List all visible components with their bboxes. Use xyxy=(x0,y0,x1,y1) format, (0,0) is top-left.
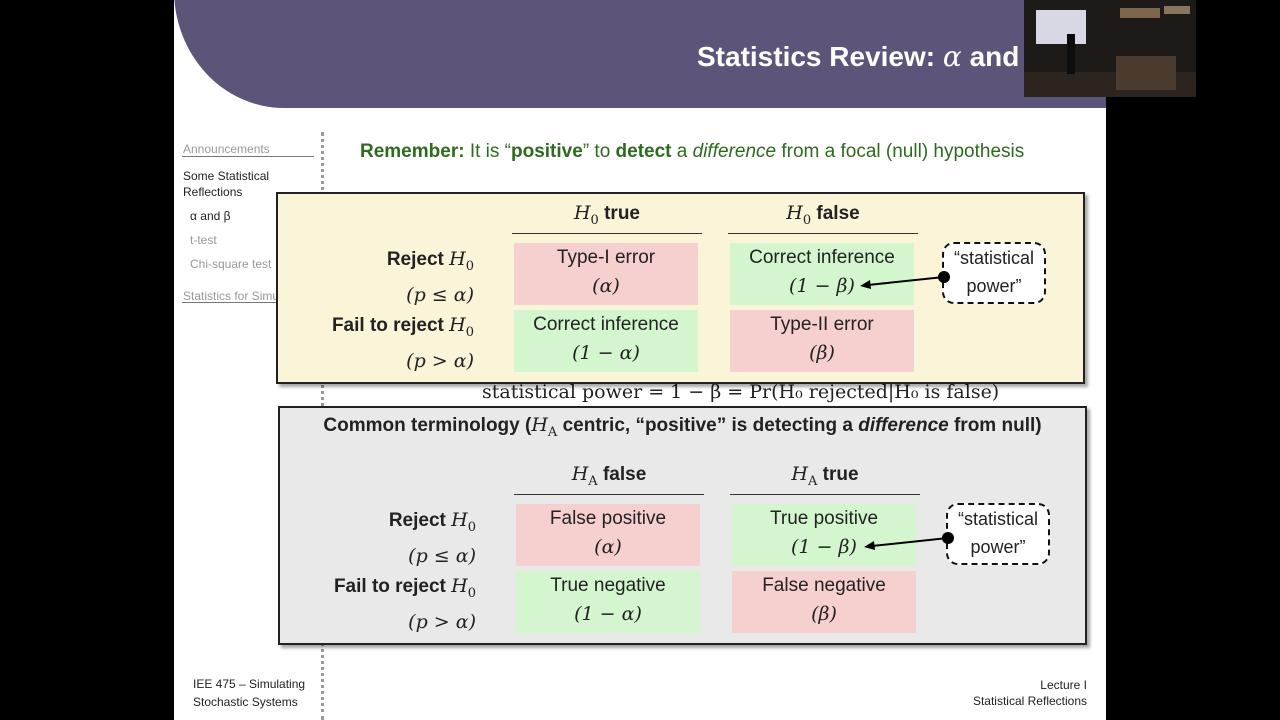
cell-type-ii-error: Type-II error(β) xyxy=(730,310,914,372)
webcam-projector-screen xyxy=(1036,10,1086,44)
row-fail-to-reject-h0: Fail to reject H0(p > α) xyxy=(331,314,474,372)
row-fail-to-reject-h0: Fail to reject H0(p > α) xyxy=(333,575,476,633)
nav-item-statistics-simulation[interactable]: Statistics for Simu xyxy=(183,289,280,303)
cell-false-negative: False negative(β) xyxy=(732,571,916,633)
webcam-desk xyxy=(1116,56,1176,90)
terminology-title: Common terminology (HA centric, “positiv… xyxy=(323,414,1042,440)
webcam-presenter xyxy=(1067,34,1075,74)
slide-header xyxy=(174,0,1106,108)
power-definition: statistical power = 1 − β = Pr(H₀ reject… xyxy=(482,381,1000,403)
webcam-light xyxy=(1120,8,1160,18)
nav-item-announcements[interactable]: Announcements xyxy=(183,142,270,156)
nav-item-t-test[interactable]: t-test xyxy=(190,233,217,247)
power-arrow-icon xyxy=(864,532,954,550)
col-h0-true: H0 true xyxy=(573,202,641,228)
col-h0-false: H0 false xyxy=(786,202,860,228)
row-reject-h0: Reject H0(p ≤ α) xyxy=(386,248,474,306)
header-rule xyxy=(514,494,704,495)
slide-title: Statistics Review: α and xyxy=(697,40,1020,73)
nav-divider xyxy=(182,156,314,157)
remember-line: Remember: It is “positive” to detect a d… xyxy=(360,141,1025,162)
header-rule xyxy=(512,233,702,234)
cell-correct-inference-power: Correct inference(1 − β) xyxy=(730,243,914,305)
nav-item-some-statistical[interactable]: Some Statistical xyxy=(183,169,270,183)
nav-divider xyxy=(182,302,314,303)
nav-item-chi-square[interactable]: Chi-square test xyxy=(190,257,272,271)
cell-type-i-error: Type-I error(α) xyxy=(514,243,698,305)
header-rule xyxy=(730,494,920,495)
cell-true-positive: True positive(1 − β) xyxy=(732,504,916,566)
webcam-feed xyxy=(1024,0,1196,97)
nav-item-reflections[interactable]: Reflections xyxy=(183,185,243,199)
webcam-light xyxy=(1164,6,1190,14)
power-arrow-icon xyxy=(860,271,950,289)
header-rule xyxy=(728,233,918,234)
cell-true-negative: True negative(1 − α) xyxy=(516,571,700,633)
col-ha-false: HA false xyxy=(571,463,647,489)
cell-false-positive: False positive(α) xyxy=(516,504,700,566)
nav-item-alpha-beta[interactable]: α and β xyxy=(190,209,231,223)
hypothesis-table-box: H0 true H0 false Reject H0(p ≤ α) Fail t… xyxy=(276,192,1085,384)
col-ha-true: HA true xyxy=(791,463,859,489)
row-reject-h0: Reject H0(p ≤ α) xyxy=(388,509,476,567)
cell-correct-inference: Correct inference(1 − α) xyxy=(514,310,698,372)
terminology-table-box: Common terminology (HA centric, “positiv… xyxy=(278,406,1087,645)
